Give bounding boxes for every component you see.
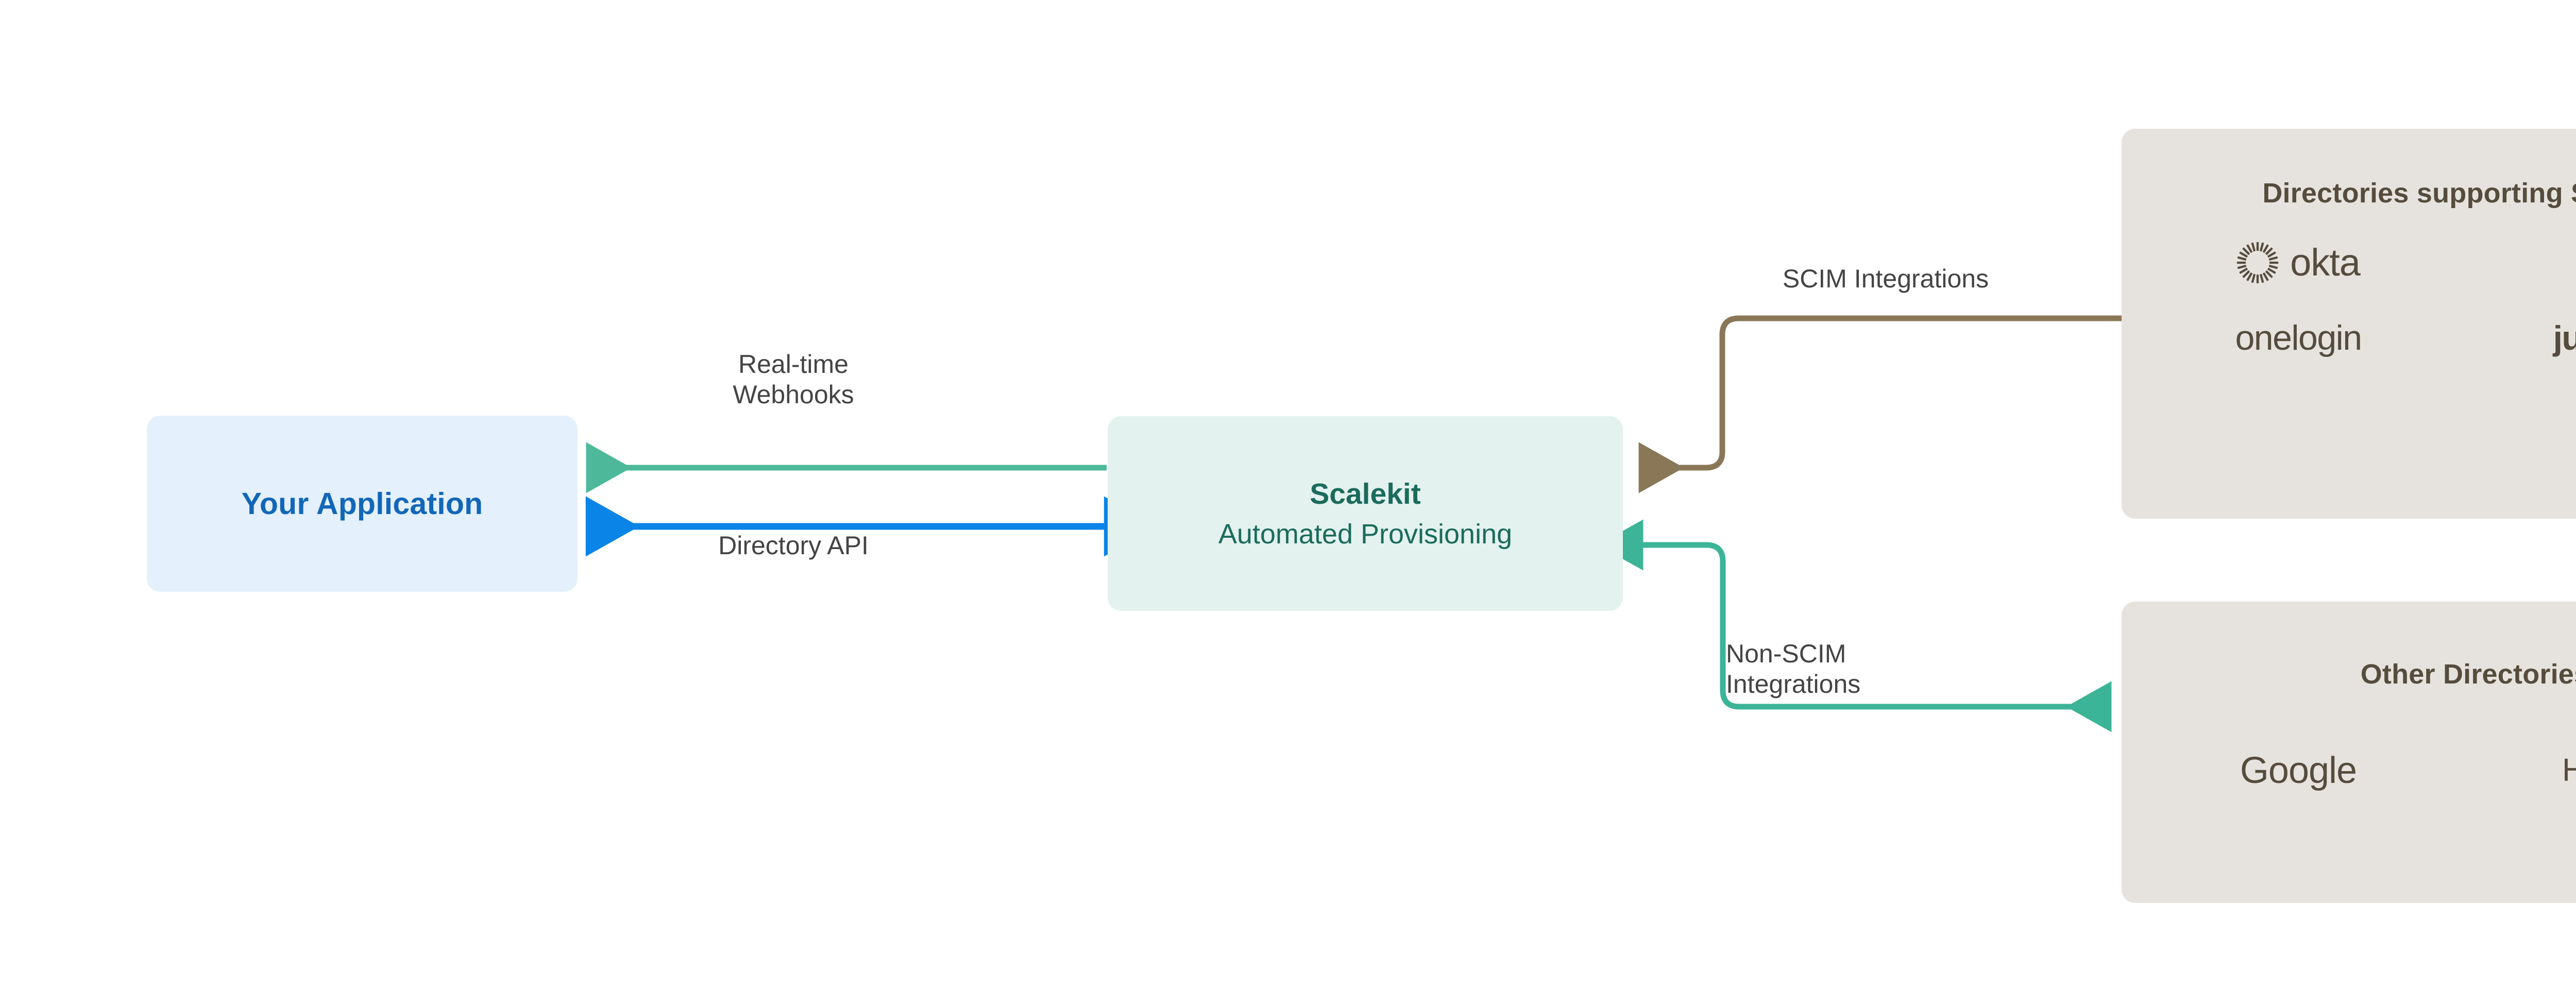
other-logo-grid: Google HRMS/HRIS: [2122, 746, 2576, 795]
okta-wordmark: okta: [2290, 241, 2361, 284]
edge-label-non-scim-integrations: Non-SCIM Integrations: [1726, 639, 1861, 698]
your-application-label: Your Application: [241, 487, 483, 521]
logo-jumpcloud[interactable]: jumpcloud TM: [2553, 313, 2576, 363]
edge-label-scim-integrations: SCIM Integrations: [1782, 264, 1989, 293]
node-scalekit[interactable]: Scalekit Automated Provisioning: [1108, 416, 1623, 611]
scim-panel-title: Directories supporting SCIM 2.0: [2262, 178, 2576, 209]
logo-google[interactable]: Google: [2240, 746, 2357, 795]
logo-hrms-hris[interactable]: HRMS/HRIS: [2562, 746, 2576, 795]
scim-logo-grid: okta Azure onelogin jumpcloud TM: [2122, 238, 2576, 363]
hrms-hris-wordmark: HRMS/HRIS: [2562, 753, 2576, 788]
scalekit-subtitle: Automated Provisioning: [1218, 519, 1513, 550]
edge-label-webhooks: Real-time Webhooks: [733, 350, 854, 409]
node-your-application[interactable]: Your Application: [147, 416, 578, 592]
scalekit-title: Scalekit: [1310, 477, 1421, 510]
logo-okta[interactable]: okta: [2236, 238, 2361, 287]
logo-onelogin[interactable]: onelogin: [2235, 313, 2362, 363]
panel-scim-directories[interactable]: Directories supporting SCIM 2.0: [2122, 129, 2576, 519]
okta-sunburst-icon: [2236, 242, 2279, 284]
edge-scim-integrations: [1638, 315, 2122, 493]
other-panel-title: Other Directories: [2360, 659, 2576, 690]
panel-other-directories[interactable]: Other Directories Google HRMS/HRIS: [2122, 602, 2576, 903]
edge-label-directory-api: Directory API: [718, 531, 869, 560]
jumpcloud-wordmark: jumpcloud: [2553, 319, 2576, 357]
google-wordmark: Google: [2240, 750, 2357, 791]
onelogin-wordmark: onelogin: [2235, 318, 2362, 357]
